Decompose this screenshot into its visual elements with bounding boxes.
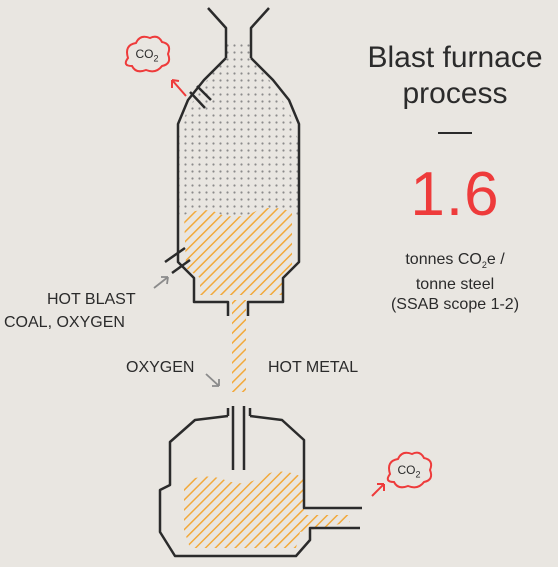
co2-label-upper: CO2 (127, 47, 167, 63)
unit-line-2: tonne steel (415, 276, 495, 294)
co2-cloud-upper (124, 35, 171, 73)
co2-lower-arrow (371, 483, 385, 497)
converter-fill (184, 471, 350, 548)
emission-value: 1.6 (410, 160, 500, 229)
co2-sub: 2 (153, 53, 159, 64)
oxygen-arrow (205, 373, 220, 387)
unit-line-1-post: e / (486, 251, 505, 268)
co2-text: CO (397, 463, 416, 477)
title-line-2: process (402, 77, 508, 110)
unit-line-1-text: tonnes CO (405, 251, 482, 268)
furnace-upper-fill (178, 40, 298, 295)
co2-label-lower: CO2 (389, 463, 429, 479)
divider (438, 132, 472, 134)
unit-line-3: (SSAB scope 1-2) (390, 296, 520, 314)
hot-metal-stream (232, 300, 246, 392)
converter-vessel (158, 408, 362, 558)
unit-line-1: tonnes CO2e / (340, 250, 558, 275)
label-coal-oxygen: COAL, OXYGEN (4, 314, 125, 331)
unit-line-1-sub: 2 (481, 260, 487, 271)
label-oxygen: OXYGEN (126, 359, 195, 376)
label-hot-blast: HOT BLAST (47, 291, 136, 308)
co2-cloud-lower (386, 451, 433, 489)
label-hot-metal: HOT METAL (268, 359, 359, 376)
hot-blast-arrow (153, 276, 169, 289)
info-panel: Blast furnace process 1.6 tonnes CO2e / … (340, 40, 558, 315)
title-line-1: Blast furnace (367, 41, 543, 74)
emission-unit: tonnes CO2e / tonne steel (SSAB scope 1-… (340, 250, 558, 315)
co2-sub: 2 (415, 469, 421, 480)
hot-blast-inlet (164, 246, 191, 275)
co2-upper-arrow (171, 79, 187, 97)
oxygen-lance (231, 406, 246, 470)
co2-text: CO (135, 47, 154, 61)
gas-outlet-pipe (189, 85, 212, 109)
